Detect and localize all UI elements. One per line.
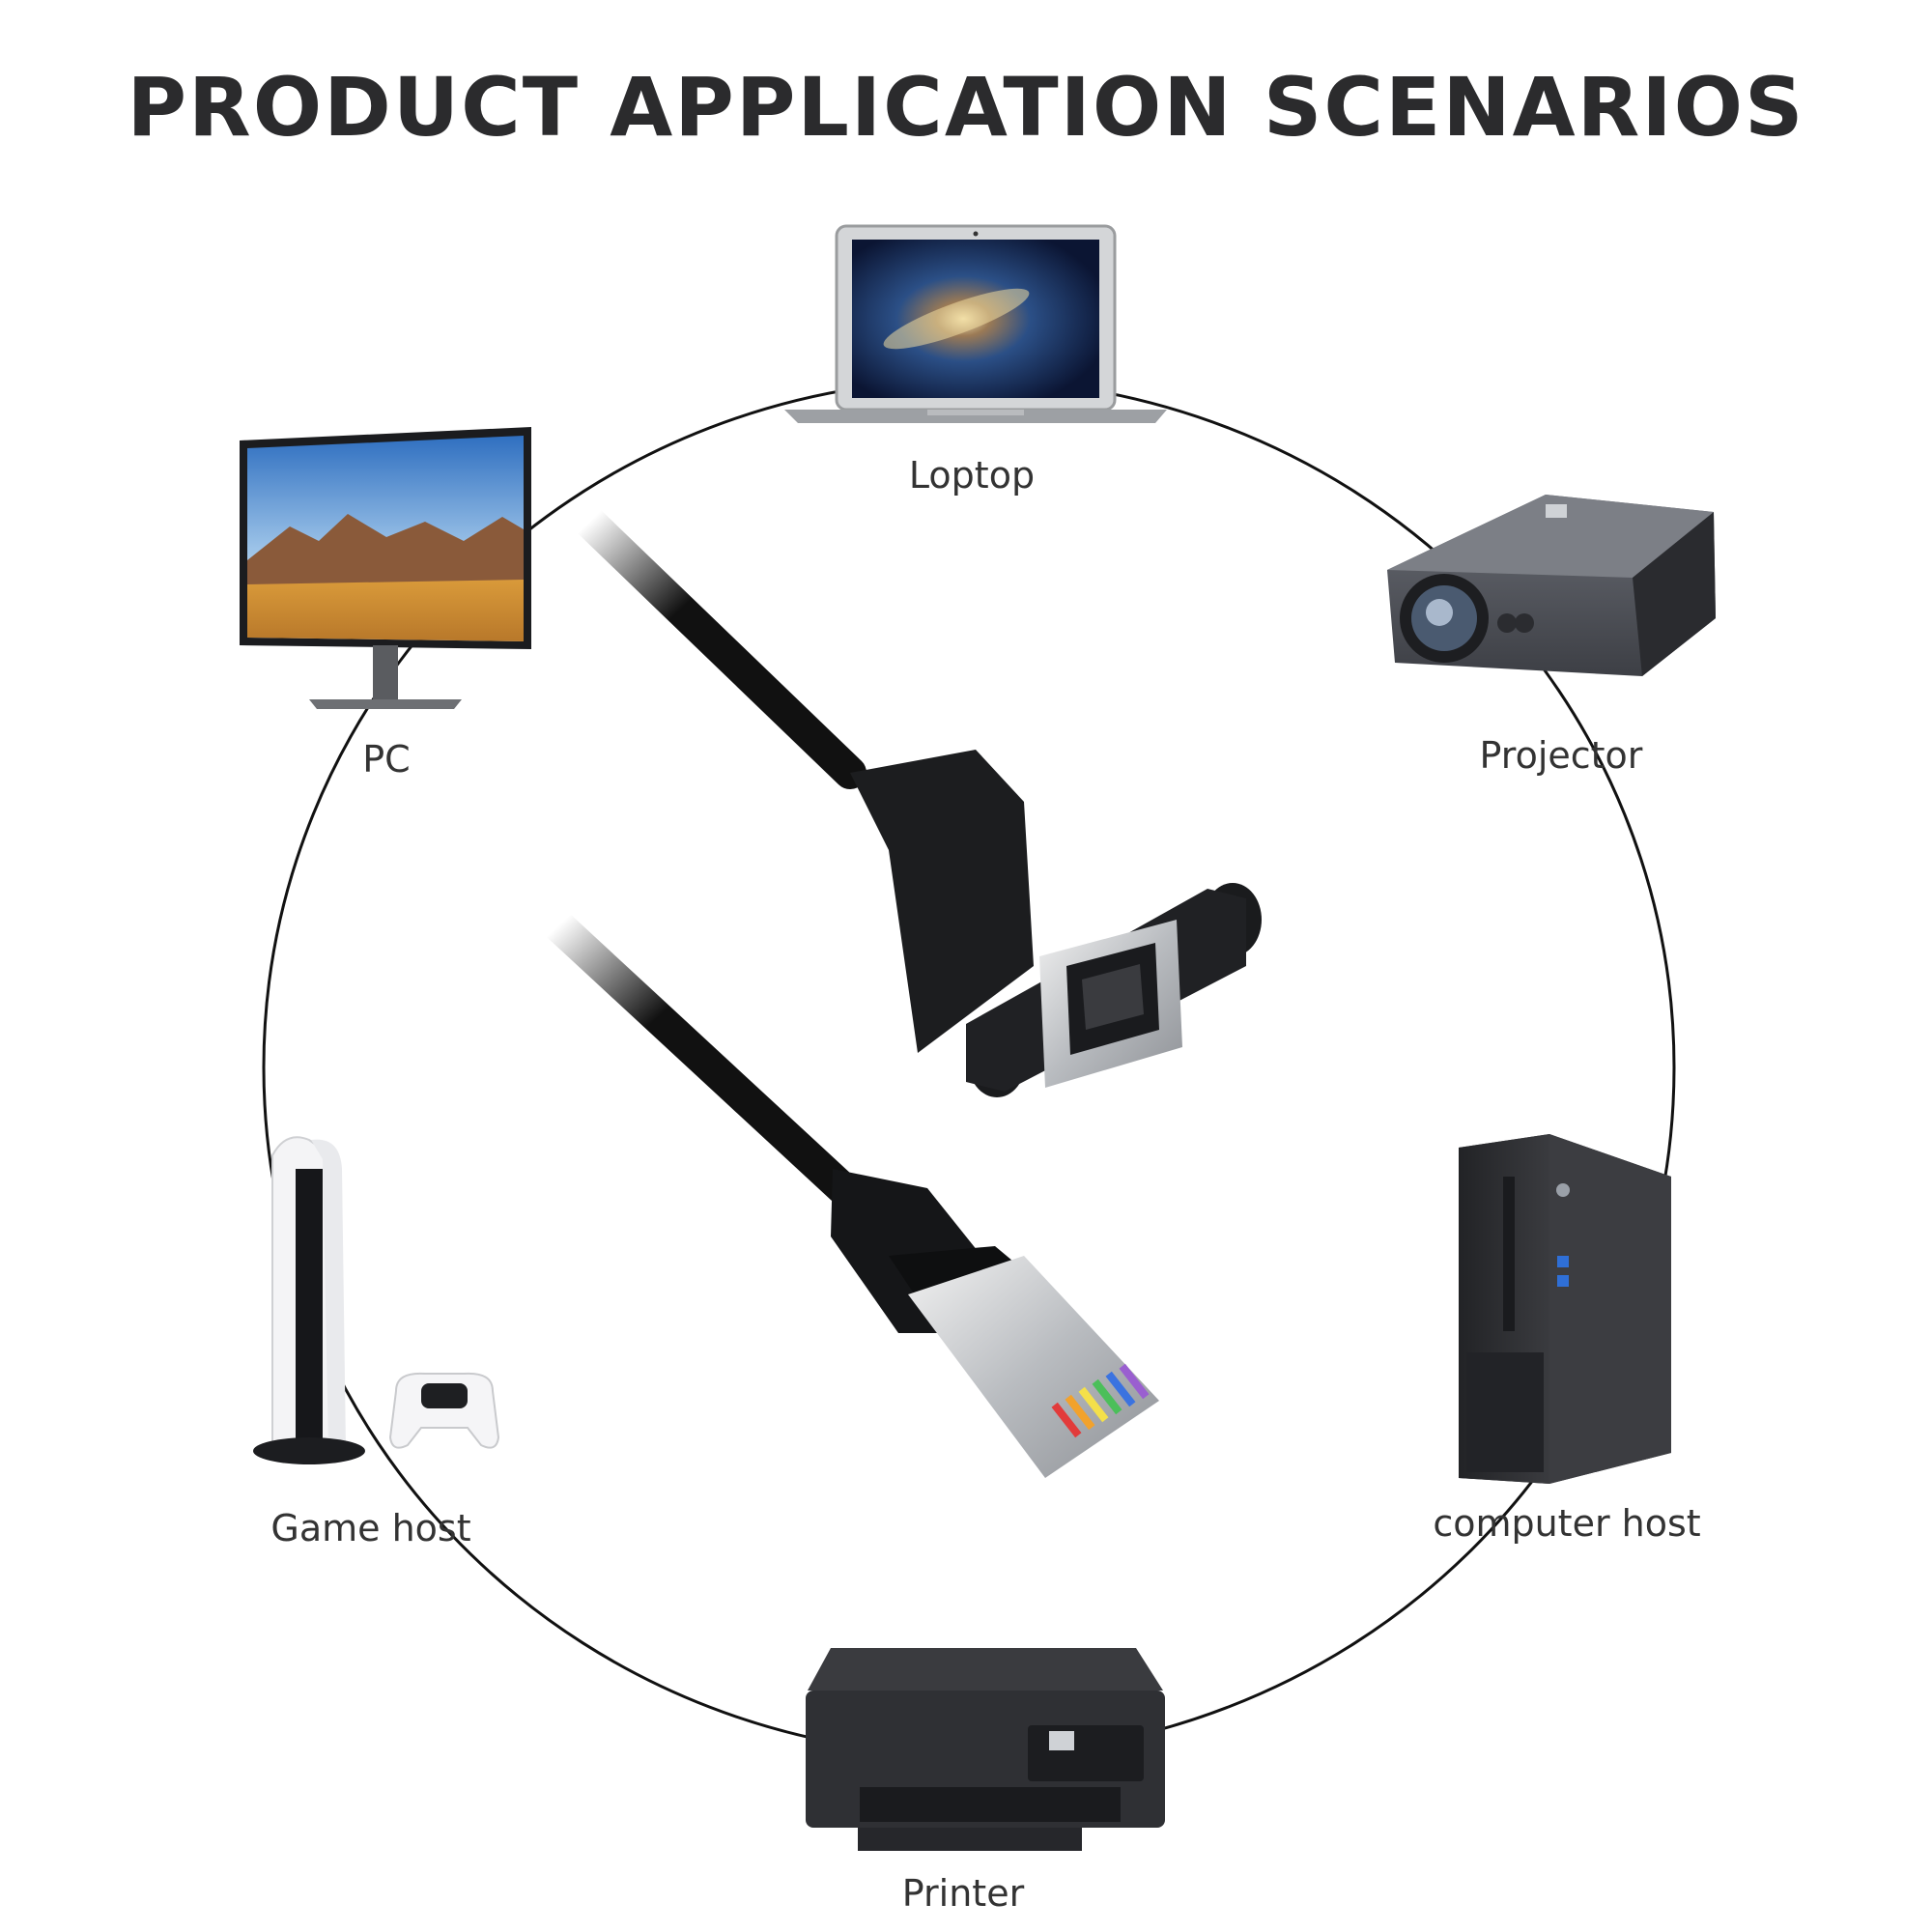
monitor-icon <box>240 427 531 709</box>
desktop-tower-icon <box>1459 1134 1671 1484</box>
label-laptop: Loptop <box>908 454 1036 497</box>
printer-icon <box>806 1648 1165 1851</box>
rj45-contacts <box>1051 1363 1150 1438</box>
label-printer: Printer <box>901 1872 1025 1915</box>
label-game-host: Game host <box>270 1507 471 1549</box>
label-projector: Projector <box>1479 734 1643 777</box>
rj45-extension-cable-icon <box>542 505 1262 1478</box>
game-console-icon <box>253 1136 500 1464</box>
page-title: PRODUCT APPLICATION SCENARIOS <box>127 60 1805 155</box>
projector-icon <box>1387 495 1716 676</box>
label-pc: PC <box>362 738 411 781</box>
laptop-icon <box>784 224 1167 423</box>
label-computer-host: computer host <box>1433 1502 1701 1545</box>
